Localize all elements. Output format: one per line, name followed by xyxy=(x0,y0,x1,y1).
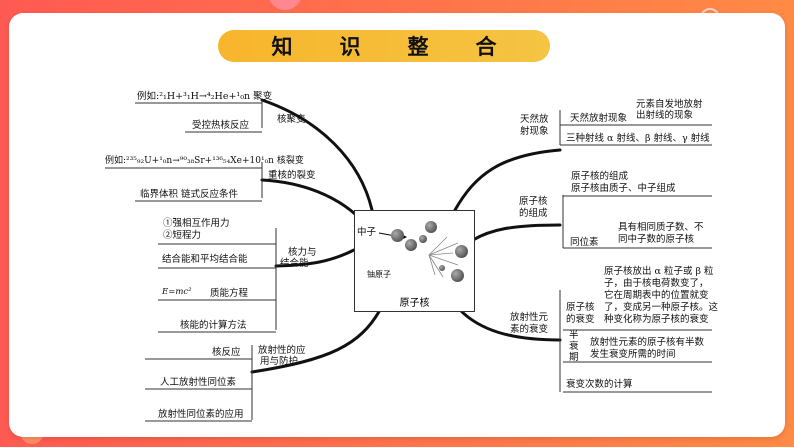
title-char: 识 xyxy=(339,35,361,59)
neutron-particle xyxy=(439,265,445,271)
title-bar: 知 识 整 合 xyxy=(218,30,550,62)
isotope-application: 放射性同位素的应用 xyxy=(158,409,244,420)
three-rays: 三种射线 α 射线、β 射线、γ 射线 xyxy=(566,133,710,144)
decor-circle xyxy=(268,0,302,10)
decay-label-2: 的衰变 xyxy=(566,314,595,325)
branch-force-line2: 结合能 xyxy=(280,258,309,269)
branch-force-line1: 核力与 xyxy=(288,247,317,258)
fragment-particle xyxy=(451,269,464,282)
branch-decay-line1: 放射性元 xyxy=(510,312,549,323)
controlled-fusion: 受控热核反应 xyxy=(192,120,250,131)
neutron-label: 中子 xyxy=(357,227,377,238)
nucleus-particle xyxy=(391,229,404,242)
decay-desc-line: 了，变成另一种原子核。这 xyxy=(604,302,719,313)
branch-natural-line1: 天然放 xyxy=(520,114,549,125)
branch-composition-line1: 原子核 xyxy=(519,196,548,207)
fissile-label: 铀原子 xyxy=(367,270,391,279)
title-char: 合 xyxy=(475,35,497,59)
force-property-1: ①强相互作用力 xyxy=(163,218,230,229)
branch-curve-force xyxy=(274,248,356,268)
binding-energy: 结合能和平均结合能 xyxy=(162,254,248,265)
fission-example: 例如:²³⁵₉₂U+¹₀n→⁹⁰₃₈Sr+¹³⁶₅₄Xe+10¹₀n 核裂变 xyxy=(105,156,304,166)
halflife-desc-2: 发生衰变所需的时间 xyxy=(590,349,676,360)
natural-phenomenon-desc-1: 元素自发地放射 xyxy=(636,99,703,110)
halflife-label: 半 xyxy=(569,330,579,341)
halflife-label: 衰 xyxy=(569,341,579,352)
branch-fission: 重核的裂变 xyxy=(268,170,316,181)
decay-count: 衰变次数的计算 xyxy=(566,379,633,390)
branch-natural-line2: 射现象 xyxy=(520,126,549,137)
composition-2: 原子核由质子、中子组成 xyxy=(571,183,676,194)
halflife-desc-1: 放射性元素的原子核有半数 xyxy=(590,337,705,348)
nucleus-caption: 原子核 xyxy=(399,298,430,309)
halflife-label: 期 xyxy=(569,352,579,363)
composition-1: 原子核的组成 xyxy=(571,171,629,182)
branch-curve-application xyxy=(250,308,382,374)
decay-desc-line: 种变化称为原子核的衰变 xyxy=(604,314,709,325)
decay-desc-line: 原子核放出 α 粒子或 β 粒 xyxy=(604,266,714,277)
decay-label-1: 原子核 xyxy=(566,302,595,313)
title-char: 整 xyxy=(407,35,429,59)
title-char: 知 xyxy=(271,35,293,59)
branch-composition-line2: 的组成 xyxy=(519,208,548,219)
nucleus-particle xyxy=(405,239,417,251)
branch-decay-line2: 素的衰变 xyxy=(510,324,549,335)
critical-volume: 临界体积 链式反应条件 xyxy=(140,189,239,200)
branch-curve-fusion xyxy=(260,98,374,212)
fragment-particle xyxy=(455,245,468,258)
decay-desc-line: 它在周期表中的位置就变 xyxy=(604,290,709,301)
branch-fusion: 核聚变 xyxy=(277,114,306,125)
isotope-label: 同位素 xyxy=(570,237,599,248)
branch-application-line2: 用与防护 xyxy=(260,356,299,367)
force-property-2: ②短程力 xyxy=(163,230,202,241)
fragment-particle xyxy=(425,221,437,233)
natural-phenomenon: 天然放射现象 xyxy=(570,113,628,124)
branch-application-line1: 放射性的应 xyxy=(258,345,306,356)
isotope-desc-2: 同中子数的原子核 xyxy=(618,234,695,245)
branch-curve-composition xyxy=(471,223,562,242)
nuclear-reaction: 核反应 xyxy=(212,347,241,358)
neutron-particle xyxy=(419,235,427,243)
branch-curve-decay xyxy=(458,308,562,342)
mass-energy-label: 质能方程 xyxy=(210,288,249,299)
nuclear-energy-calc: 核能的计算方法 xyxy=(180,320,247,331)
natural-phenomenon-desc-2: 出射线的现象 xyxy=(636,110,694,121)
isotope-desc-1: 具有相同质子数、不 xyxy=(618,222,704,233)
artificial-isotope: 人工放射性同位素 xyxy=(160,377,237,388)
decay-desc-line: 子，由于核电荷数变了， xyxy=(604,278,709,289)
fusion-example: 例如:²₁H+³₁H→⁴₂He+¹₀n 聚变 xyxy=(137,91,273,102)
branch-curve-natural xyxy=(453,148,562,212)
center-nucleus-box: 中子 铀原子 原子核 xyxy=(354,210,475,312)
mass-energy-equation: E=mc² xyxy=(162,287,192,297)
branch-curve-fission xyxy=(260,178,368,227)
